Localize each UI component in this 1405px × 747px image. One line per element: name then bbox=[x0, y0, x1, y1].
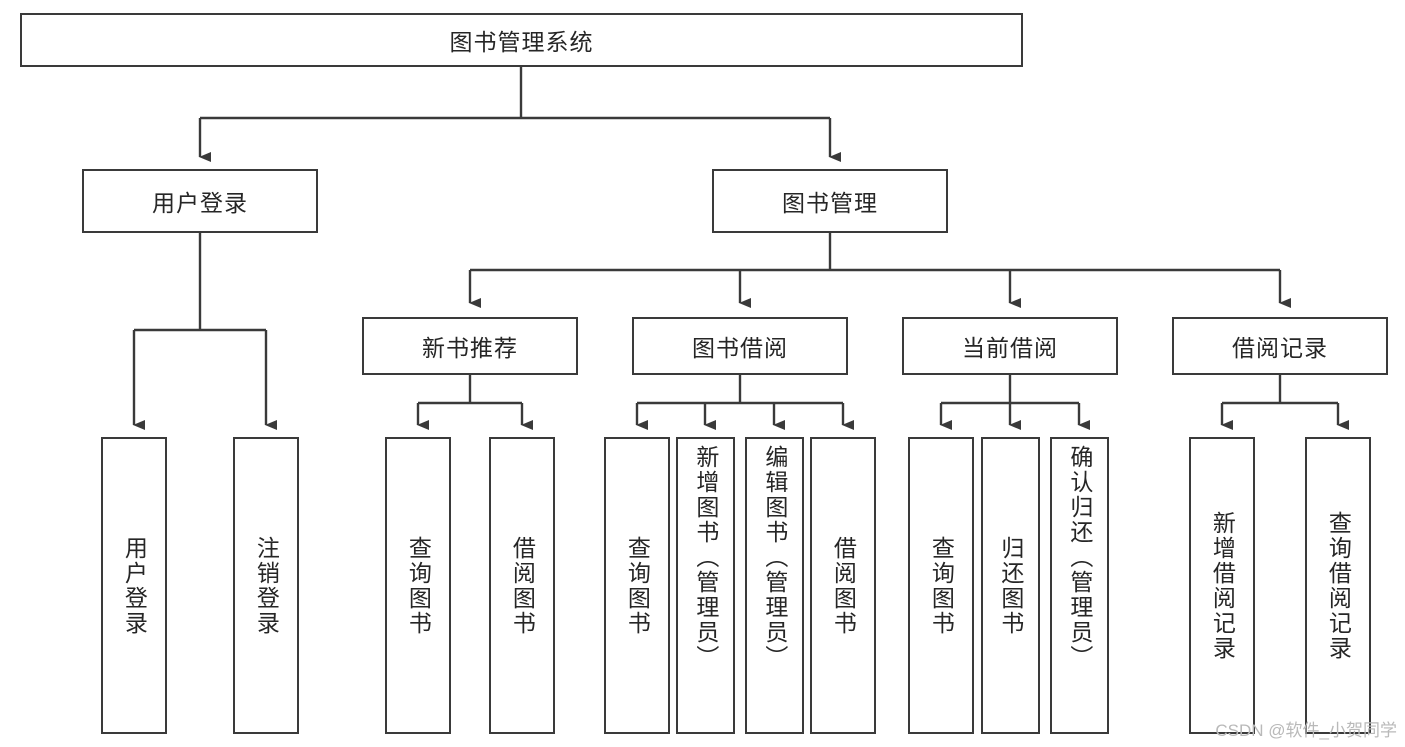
leaf-current-borrow-return[interactable]: 归还图书 bbox=[981, 437, 1040, 734]
leaf-book-borrow-borrow[interactable]: 借阅图书 bbox=[810, 437, 876, 734]
node-label: 图书管理 bbox=[782, 190, 878, 216]
node-label: 查询图书 bbox=[624, 535, 651, 636]
leaf-current-borrow-confirm-return[interactable]: 确认归还（管理员） bbox=[1050, 437, 1109, 734]
node-book-management-system[interactable]: 图书管理系统 bbox=[20, 13, 1023, 67]
node-label: 确认归还（管理员） bbox=[1066, 445, 1093, 670]
leaf-user-login-login[interactable]: 用户登录 bbox=[101, 437, 167, 734]
node-label: 新增图书（管理员） bbox=[692, 445, 719, 670]
node-label: 注销登录 bbox=[253, 535, 280, 636]
leaf-borrow-record-add[interactable]: 新增借阅记录 bbox=[1189, 437, 1255, 734]
node-label: 查询图书 bbox=[928, 535, 955, 636]
node-label: 借阅图书 bbox=[830, 535, 857, 636]
node-book-management[interactable]: 图书管理 bbox=[712, 169, 948, 233]
node-label: 图书管理系统 bbox=[449, 29, 594, 55]
leaf-book-borrow-query[interactable]: 查询图书 bbox=[604, 437, 670, 734]
node-user-login[interactable]: 用户登录 bbox=[82, 169, 318, 233]
node-label: 借阅记录 bbox=[1232, 335, 1328, 361]
node-label: 借阅图书 bbox=[509, 535, 536, 636]
node-current-borrow[interactable]: 当前借阅 bbox=[902, 317, 1118, 375]
leaf-new-book-borrow[interactable]: 借阅图书 bbox=[489, 437, 555, 734]
node-label: 查询图书 bbox=[405, 535, 432, 636]
node-label: 当前借阅 bbox=[962, 335, 1058, 361]
leaf-new-book-query[interactable]: 查询图书 bbox=[385, 437, 451, 734]
leaf-borrow-record-query[interactable]: 查询借阅记录 bbox=[1305, 437, 1371, 734]
leaf-user-login-logout[interactable]: 注销登录 bbox=[233, 437, 299, 734]
csdn-watermark: CSDN @软件_小贺同学 bbox=[1215, 721, 1397, 740]
node-label: 编辑图书（管理员） bbox=[761, 445, 788, 670]
node-label: 查询借阅记录 bbox=[1325, 510, 1352, 661]
node-label: 新增借阅记录 bbox=[1209, 510, 1236, 661]
node-label: 图书借阅 bbox=[692, 335, 788, 361]
leaf-current-borrow-query[interactable]: 查询图书 bbox=[908, 437, 974, 734]
leaf-book-borrow-edit[interactable]: 编辑图书（管理员） bbox=[745, 437, 804, 734]
node-label: 新书推荐 bbox=[422, 335, 518, 361]
node-new-book-recommend[interactable]: 新书推荐 bbox=[362, 317, 578, 375]
node-book-borrow[interactable]: 图书借阅 bbox=[632, 317, 848, 375]
node-label: 用户登录 bbox=[152, 190, 248, 216]
leaf-book-borrow-add[interactable]: 新增图书（管理员） bbox=[676, 437, 735, 734]
node-borrow-record[interactable]: 借阅记录 bbox=[1172, 317, 1388, 375]
node-label: 用户登录 bbox=[121, 535, 148, 636]
node-label: 归还图书 bbox=[997, 535, 1024, 636]
